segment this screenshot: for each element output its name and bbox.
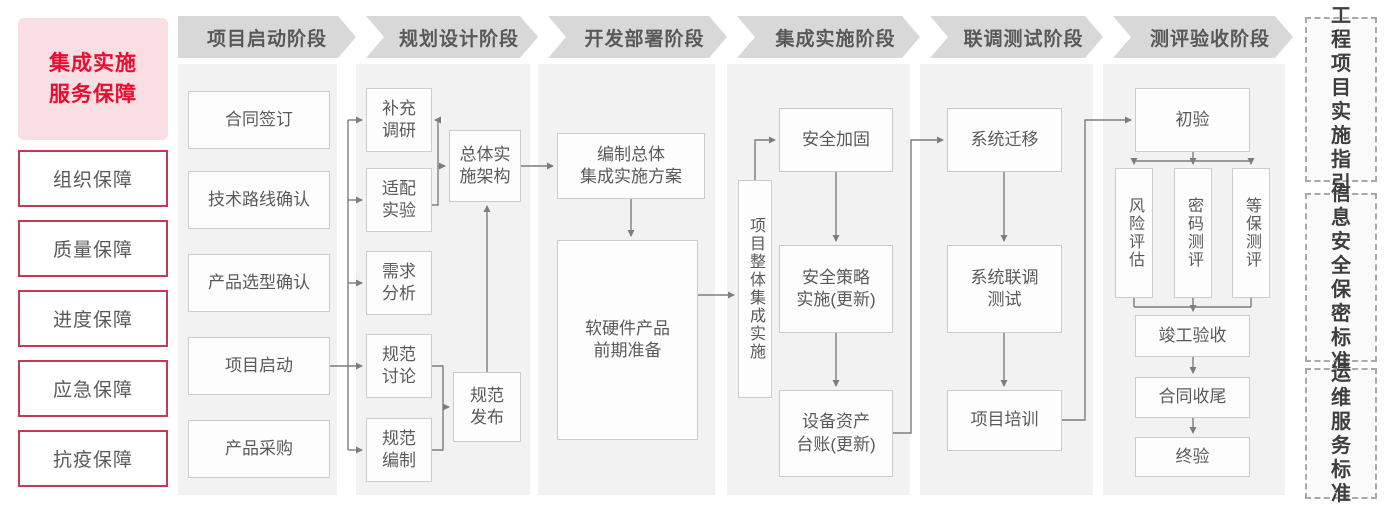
sidebar-item-organization: 组织保障: [18, 150, 168, 207]
node-risk-assessment: 风险评估: [1115, 168, 1153, 298]
node-joint-debug-test: 系统联调 测试: [947, 245, 1062, 333]
node-tech-route-confirm: 技术路线确认: [188, 171, 330, 229]
node-asset-ledger-update: 设备资产 台账(更新): [779, 390, 893, 477]
node-mlps-evaluation: 等保测评: [1232, 168, 1270, 298]
standard-project-implementation-guide: 工程 项目 实施 指引: [1305, 5, 1377, 195]
node-security-policy-impl: 安全策略 实施(更新): [779, 245, 893, 333]
node-completion-acceptance: 竣工验收: [1135, 315, 1250, 357]
phase-banner-acceptance: 测评验收阶段: [1113, 16, 1293, 58]
node-project-training: 项目培训: [947, 390, 1062, 451]
node-project-kickoff: 项目启动: [188, 337, 330, 395]
phase-banner-integration: 集成实施阶段: [737, 16, 920, 58]
node-adaptation-test: 适配 实验: [366, 168, 432, 232]
node-crypto-evaluation: 密码测评: [1174, 168, 1212, 298]
sidebar-item-schedule: 进度保障: [18, 290, 168, 347]
node-supplementary-research: 补充 调研: [366, 88, 432, 152]
sidebar-item-quality: 质量保障: [18, 220, 168, 277]
node-initial-acceptance: 初验: [1135, 88, 1250, 152]
node-contract-signing: 合同签订: [188, 91, 330, 149]
node-security-hardening: 安全加固: [779, 108, 893, 172]
node-product-selection-confirm: 产品选型确认: [188, 254, 330, 312]
phase-banner-development: 开发部署阶段: [548, 16, 727, 58]
node-overall-impl-architecture: 总体实 施架构: [449, 130, 521, 202]
phase-banner-kickoff: 项目启动阶段: [178, 16, 356, 58]
standard-operation-maintenance-service: 运维 服务 标准: [1305, 363, 1377, 505]
sidebar-item-epidemic: 抗疫保障: [18, 430, 168, 487]
phase-banner-planning: 规划设计阶段: [366, 16, 538, 58]
node-spec-compilation: 规范 编制: [366, 418, 432, 482]
node-system-migration: 系统迁移: [947, 108, 1062, 172]
node-contract-closure: 合同收尾: [1135, 377, 1250, 418]
node-requirement-analysis: 需求 分析: [366, 251, 432, 315]
phase-banner-testing: 联调测试阶段: [930, 16, 1103, 58]
node-spec-discussion: 规范 讨论: [366, 334, 432, 398]
node-overall-integration-plan: 编制总体 集成实施方案: [557, 133, 705, 199]
sidebar-item-emergency: 应急保障: [18, 360, 168, 417]
standard-info-security-confidentiality: 信息 安全 保密 标准: [1305, 183, 1377, 373]
node-hw-sw-preparation: 软硬件产品 前期准备: [557, 240, 698, 440]
node-spec-release: 规范 发布: [453, 372, 521, 442]
sidebar-highlight-integration-service: 集成实施 服务保障: [18, 18, 168, 140]
node-product-procurement: 产品采购: [188, 420, 330, 478]
node-overall-integration-impl: 项目整体集成实施: [738, 180, 772, 398]
node-final-acceptance: 终验: [1135, 437, 1250, 477]
